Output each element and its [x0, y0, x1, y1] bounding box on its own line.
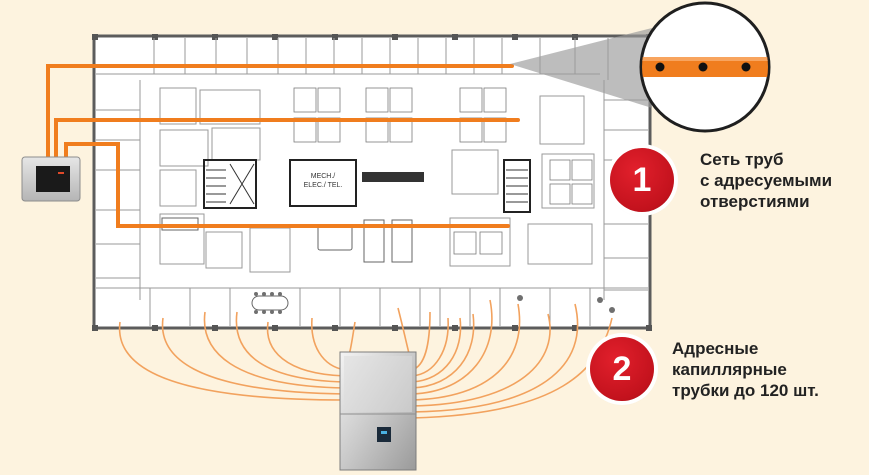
callout-text: Адресные капиллярные трубки до 120 шт.	[672, 338, 819, 400]
callout-number-badge: 2	[590, 337, 654, 401]
callout-number-badge: 1	[610, 148, 674, 212]
building-floorplan: MECH./ELEC./ TEL.	[92, 34, 652, 331]
callout-text: Сеть труб с адресуемыми отверстиями	[700, 149, 833, 211]
aspirating-detector-unit-icon	[21, 156, 81, 202]
addressable-aspirating-unit-icon	[339, 351, 417, 471]
pipe-network	[46, 64, 520, 228]
callout-capillary-tubes: 2 Адресные капиллярные трубки до 120 шт.	[590, 337, 819, 401]
mech-elec-tel-label: MECH./ELEC./ TEL.	[304, 173, 343, 189]
pipe-hole-magnifier-icon	[510, 1, 771, 133]
callout-pipe-network: 1 Сеть труб с адресуемыми отверстиями	[610, 148, 832, 212]
